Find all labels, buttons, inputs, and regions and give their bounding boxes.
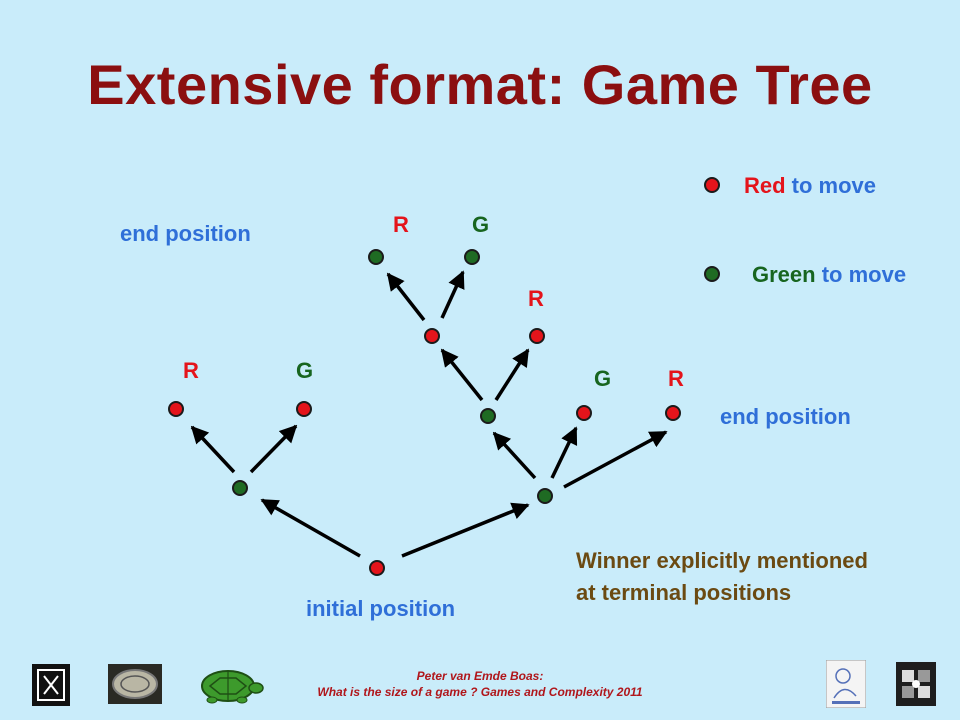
puzzle-icon: [896, 662, 936, 706]
winner-mid: R: [528, 286, 544, 311]
legend-green-suffix: to move: [815, 262, 907, 287]
edge-right-to-g: [492, 431, 537, 480]
node-right-green: [537, 488, 553, 504]
edge-root-right: [401, 502, 530, 558]
legend-red: Red to move: [744, 173, 876, 199]
coin-icon: [108, 664, 162, 704]
legend-red-dot: [704, 177, 720, 193]
edge-root-left: [260, 498, 361, 558]
turtle-icon: [201, 670, 264, 704]
node-mid-green: [480, 408, 496, 424]
edge-left-to-rr: [190, 425, 236, 474]
winner-left-right: G: [296, 358, 314, 383]
winner-right-right: R: [668, 366, 684, 391]
node-end-green: [368, 249, 384, 265]
edge-g-to-rmid: [494, 348, 530, 401]
university-seal-icon: [32, 664, 70, 706]
cartoon-icon: [826, 660, 866, 708]
legend-red-word: Red: [744, 173, 786, 198]
legend-red-suffix: to move: [785, 173, 877, 198]
edge-g-to-r: [440, 348, 484, 402]
node-initial-red: [369, 560, 385, 576]
winner-note-line2: at terminal positions: [576, 580, 792, 605]
winner-top-left: R: [393, 212, 409, 237]
node-left-green: [232, 480, 248, 496]
edge-left-to-rg: [249, 424, 298, 474]
node-end-red: [665, 405, 681, 421]
edge-r-to-tl: [386, 272, 426, 322]
page-title: Extensive format: Game Tree: [87, 53, 873, 116]
footer-talk-title: What is the size of a game ? Games and C…: [317, 685, 643, 699]
legend-green-word: Green: [752, 262, 816, 287]
node-end-red: [576, 405, 592, 421]
node-end-red: [168, 401, 184, 417]
winner-note-line1: Winner explicitly mentioned: [576, 548, 868, 573]
legend-green-dot: [704, 266, 720, 282]
edge-right-to-rr: [563, 430, 668, 489]
initial-position-label: initial position: [306, 596, 456, 621]
footer-author: Peter van Emde Boas:: [416, 669, 544, 683]
winner-left-left: R: [183, 358, 199, 383]
footer: Peter van Emde Boas: What is the size of…: [0, 668, 960, 700]
node-end-green: [464, 249, 480, 265]
node-upper-red: [424, 328, 440, 344]
edge-r-to-tr: [440, 270, 465, 319]
legend-green: Green to move: [752, 262, 906, 288]
end-position-label-left: end position: [120, 221, 251, 246]
node-end-red: [296, 401, 312, 417]
end-position-label-right: end position: [720, 404, 851, 429]
node-end-red: [529, 328, 545, 344]
winner-right-mid: G: [594, 366, 612, 391]
edge-right-to-gg: [550, 426, 578, 479]
winner-top-right: G: [472, 212, 490, 237]
